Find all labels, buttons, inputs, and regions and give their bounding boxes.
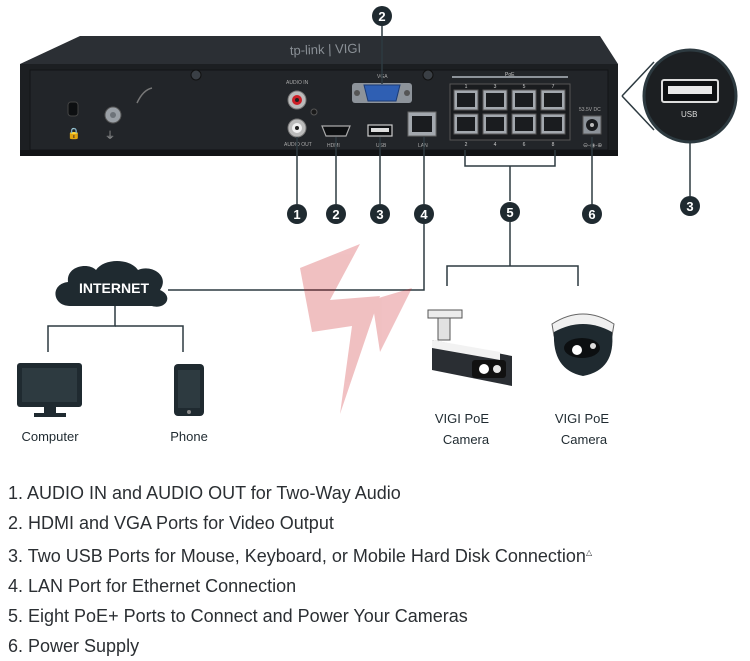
- legend-item: 1. AUDIO IN and AUDIO OUT for Two-Way Au…: [8, 483, 401, 503]
- callout-3: 3: [370, 204, 390, 224]
- watermark-logo: [300, 244, 412, 414]
- lan-label: LAN: [418, 143, 428, 149]
- svg-text:3: 3: [686, 199, 693, 214]
- zoom-usb-label: USB: [681, 110, 697, 119]
- svg-text:5: 5: [506, 205, 513, 220]
- callout-4: 4: [414, 204, 434, 224]
- poe-ports-bottom-row: 2 4 6 8: [453, 113, 566, 148]
- callout-5: 5: [500, 202, 520, 222]
- callout-lines: [47, 137, 593, 352]
- nvr-device: tp-link | VIGI 🔒 ⏚ AUDIO IN AUDIO OUT VG…: [20, 36, 618, 156]
- svg-text:1: 1: [293, 207, 300, 222]
- callout-6: 6: [582, 204, 602, 224]
- camera2-label-line2: Camera: [561, 432, 608, 447]
- callout-2-top: 2: [372, 6, 392, 84]
- svg-text:3: 3: [376, 207, 383, 222]
- legend-item: 6. Power Supply: [8, 636, 140, 656]
- svg-text:4: 4: [420, 207, 428, 222]
- kensington-lock-slot: [67, 101, 79, 117]
- internet-label: INTERNET: [79, 280, 149, 296]
- device-brand-text: tp-link | VIGI: [290, 41, 362, 58]
- legend-item: 4. LAN Port for Ethernet Connection: [8, 576, 297, 596]
- screw-icon: [422, 69, 434, 81]
- poe-port-number: 4: [494, 142, 497, 148]
- legend-item: 2. HDMI and VGA Ports for Video Output: [8, 513, 334, 533]
- poe-port-number: 7: [552, 84, 555, 90]
- camera1-label-line1: VIGI PoE: [435, 411, 490, 426]
- footnote-mark: △: [585, 548, 593, 557]
- usb-label: USB: [376, 143, 387, 149]
- camera1-label-line2: Camera: [443, 432, 490, 447]
- turret-camera-icon: VIGI PoE Camera: [551, 313, 615, 447]
- svg-text:2: 2: [332, 207, 339, 222]
- usb-zoom-inset: USB: [621, 48, 738, 196]
- phone-icon: Phone: [170, 364, 208, 444]
- poe-port-number: 5: [523, 84, 526, 90]
- vga-port: [363, 84, 401, 102]
- audio-in-label: AUDIO IN: [286, 80, 309, 86]
- internet-cloud: INTERNET: [55, 261, 168, 307]
- bullet-camera-icon: VIGI PoE Camera: [427, 309, 512, 447]
- svg-text:2: 2: [378, 9, 385, 24]
- hdmi-label: HDMI: [327, 143, 340, 149]
- poe-label: PoE: [505, 72, 515, 78]
- computer-icon: Computer: [17, 363, 82, 444]
- legend-item: 3. Two USB Ports for Mouse, Keyboard, or…: [8, 546, 593, 566]
- poe-ports-top-row: 1 3 5 7: [453, 84, 566, 111]
- legend-item: 5. Eight PoE+ Ports to Connect and Power…: [8, 606, 468, 626]
- callout-3-inset: 3: [680, 196, 700, 216]
- screw-icon: [190, 69, 202, 81]
- poe-port-number: 3: [494, 84, 497, 90]
- phone-label: Phone: [170, 429, 208, 444]
- callout-1: 1: [287, 204, 307, 224]
- svg-text:6: 6: [588, 207, 595, 222]
- audio-out-label: AUDIO OUT: [284, 142, 312, 148]
- poe-port-number: 6: [523, 142, 526, 148]
- camera2-label-line1: VIGI PoE: [555, 411, 610, 426]
- callout-2: 2: [326, 204, 346, 224]
- hdmi-port: [321, 125, 351, 137]
- device-top-surface: [20, 36, 618, 64]
- feature-legend: 1. AUDIO IN and AUDIO OUT for Two-Way Au…: [8, 478, 748, 661]
- power-label: 53.5V DC: [579, 107, 601, 113]
- callout-numbers: 2 1 2 3 4 5 6 3: [287, 6, 700, 224]
- lock-icon: 🔒: [67, 127, 81, 140]
- ground-symbol-icon: ⏚: [105, 130, 115, 142]
- poe-port-number: 2: [465, 142, 468, 148]
- poe-port-number: 1: [465, 84, 468, 90]
- poe-port-number: 8: [552, 142, 555, 148]
- computer-label: Computer: [21, 429, 79, 444]
